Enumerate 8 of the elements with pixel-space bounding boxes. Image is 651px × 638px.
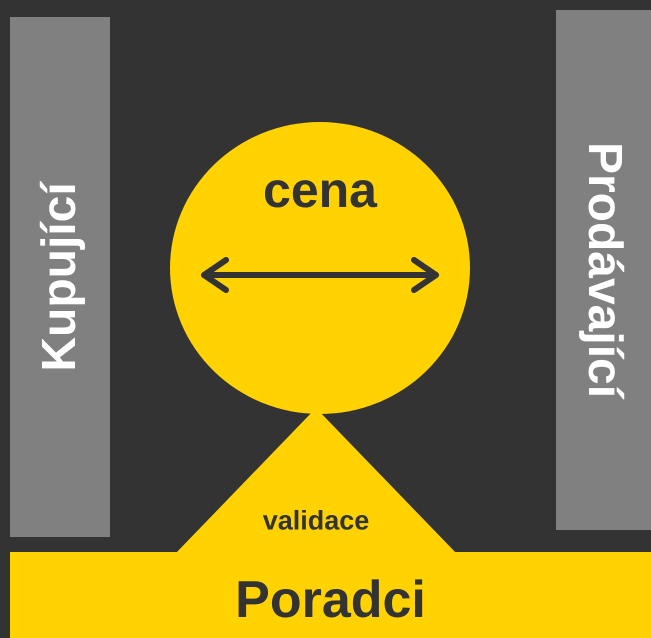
node-label: Kupující [36,182,84,372]
side-bar [10,17,110,537]
node-label: Prodávající [580,142,628,398]
node-label: cena [263,165,377,215]
side-bar [556,10,651,530]
node-label: Poradci [235,574,426,626]
node-label: validace [262,508,370,534]
advisors-bar [10,552,651,638]
